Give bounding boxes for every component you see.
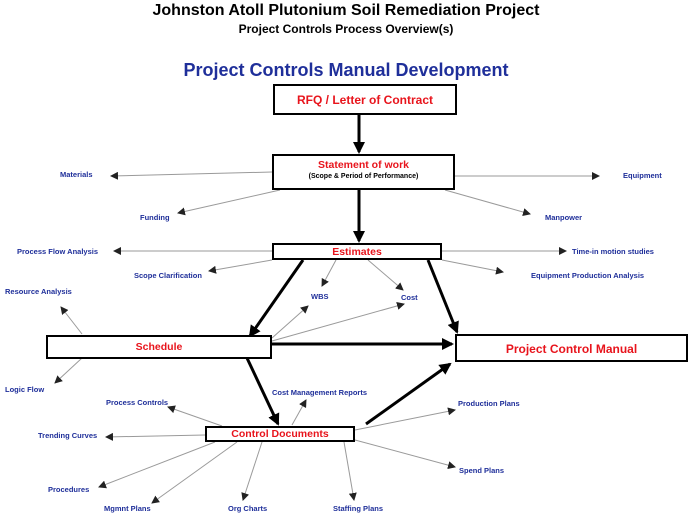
label-equipment: Equipment <box>623 171 662 180</box>
arrow-to-mgmnt-plans <box>151 441 238 504</box>
arrow-to-equip-prod <box>441 259 504 275</box>
estimates-box: Estimates <box>272 243 442 260</box>
arrow-to-logic-flow <box>54 357 83 384</box>
label-funding: Funding <box>140 213 170 222</box>
arrow-to-manpower <box>444 189 531 216</box>
thin-arrows <box>54 171 600 504</box>
arrow-schedule-to-control <box>245 357 280 426</box>
arrow-to-scope-clar <box>208 259 273 274</box>
pcm-label: Project Control Manual <box>505 342 638 356</box>
schedule-label: Schedule <box>135 341 183 353</box>
label-org-charts: Org Charts <box>228 504 268 513</box>
arrow-schedule-to-wbs <box>271 305 309 339</box>
arrow-to-cost <box>367 259 404 291</box>
schedule-box: Schedule <box>46 335 272 359</box>
arrow-control-to-pcm <box>365 362 452 426</box>
main-flow-arrows <box>245 115 459 426</box>
arrow-to-resource <box>60 306 83 335</box>
label-equipment-production: Equipment Production Analysis <box>531 271 645 280</box>
section-title: Project Controls Manual Development <box>183 60 509 80</box>
page-title: Johnston Atoll Plutonium Soil Remediatio… <box>152 2 540 19</box>
label-wbs: WBS <box>311 292 329 301</box>
arrow-estimates-to-schedule <box>248 259 305 338</box>
arrow-to-trending <box>105 432 206 441</box>
arrow-to-production-plans <box>354 407 456 431</box>
sow-sub-label: (Scope & Period of Performance) <box>308 173 419 180</box>
statement-of-work-box: Statement of work (Scope & Period of Per… <box>272 154 455 190</box>
arrow-to-org-charts <box>241 441 263 501</box>
project-control-manual-box: Project Control Manual <box>455 334 688 362</box>
arrow-to-procedures <box>98 441 216 489</box>
label-scope-clarification: Scope Clarification <box>134 271 202 280</box>
label-resource-analysis: Resource Analysis <box>5 287 72 296</box>
label-cost-management-reports: Cost Management Reports <box>272 388 368 397</box>
arrow-to-cost-mgmt <box>291 399 307 426</box>
label-process-controls: Process Controls <box>106 398 169 407</box>
label-spend-plans: Spend Plans <box>459 466 505 475</box>
label-logic-flow: Logic Flow <box>5 385 45 394</box>
label-materials: Materials <box>60 170 93 179</box>
estimates-label: Estimates <box>332 246 382 258</box>
label-mgmnt-plans: Mgmnt Plans <box>104 504 151 513</box>
label-time-motion: Time-in motion studies <box>572 247 654 256</box>
label-production-plans: Production Plans <box>458 399 520 408</box>
rfq-label: RFQ / Letter of Contract <box>296 93 433 107</box>
rfq-box: RFQ / Letter of Contract <box>273 84 457 115</box>
label-cost: Cost <box>401 293 418 302</box>
arrow-to-process-controls <box>167 405 223 427</box>
label-staffing-plans: Staffing Plans <box>333 504 384 513</box>
label-manpower: Manpower <box>545 213 583 222</box>
sow-label: Statement of work <box>317 159 409 171</box>
label-procedures: Procedures <box>48 485 90 494</box>
control-docs-label: Control Documents <box>231 428 329 440</box>
arrow-to-funding <box>177 189 281 216</box>
arrow-schedule-to-cost <box>271 302 405 342</box>
arrow-to-wbs <box>321 259 337 287</box>
arrow-to-spend-plans <box>354 439 456 470</box>
arrow-to-materials <box>110 171 273 180</box>
page-subtitle: Project Controls Process Overview(s) <box>238 22 454 36</box>
label-trending-curves: Trending Curves <box>38 431 98 440</box>
arrow-to-staffing-plans <box>343 441 357 501</box>
arrow-estimates-to-pcm <box>426 259 459 334</box>
label-process-flow: Process Flow Analysis <box>17 247 99 256</box>
control-documents-box: Control Documents <box>205 426 355 442</box>
